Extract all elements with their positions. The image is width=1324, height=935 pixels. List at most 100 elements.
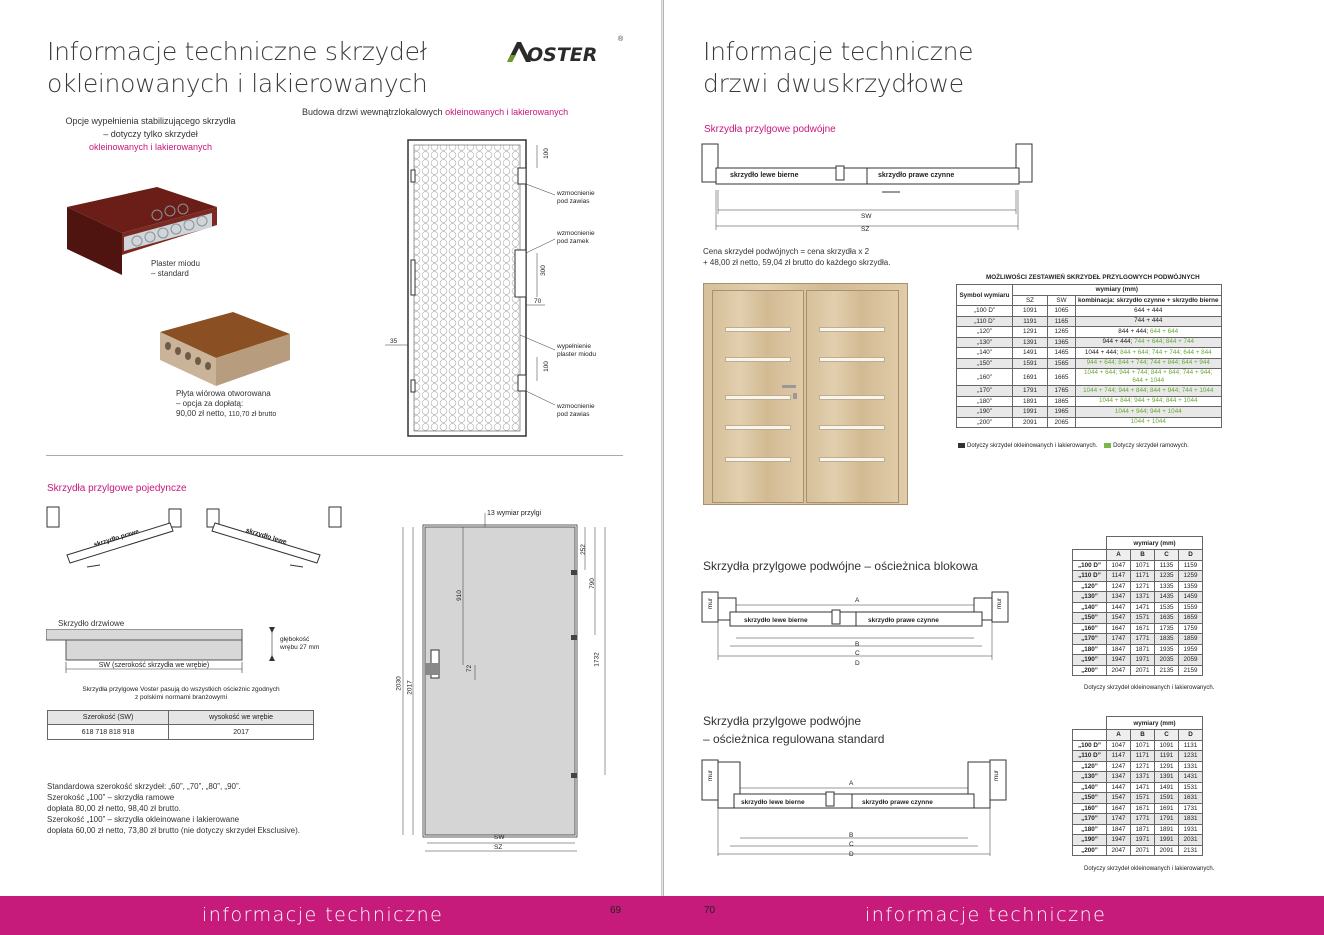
cell-value: 1159 [1178, 559, 1203, 571]
door-leaf-label: Skrzydło drzwiowe [58, 619, 125, 628]
cell-value: 1547 [1106, 612, 1131, 624]
cell-value: 1771 [1130, 813, 1155, 825]
col-c: C [1154, 549, 1179, 561]
dim-1732: 1732 [593, 652, 601, 667]
caption-line: Opcje wypełnienia stabilizującego skrzyd… [65, 116, 236, 126]
cell-combination: 1044 + 1044 [1075, 416, 1222, 428]
rebate-line: głębokość [280, 636, 310, 643]
combination-frame: 1044 + 944; 944 + 1044 [1114, 407, 1182, 415]
price-gross: 110,70 zł brutto [228, 411, 277, 418]
table-cell: 618 718 818 918 [46, 724, 170, 740]
cell-value: 1971 [1130, 834, 1155, 846]
cell-value: 2031 [1178, 834, 1203, 846]
wall-label: mur [707, 597, 715, 610]
cell-value: 1147 [1106, 570, 1131, 582]
dim-252: 252 [579, 544, 587, 555]
cell-value: 1235 [1154, 570, 1179, 582]
caption-line: okleinowanych i lakierowanych [88, 142, 213, 152]
cell-symbol: „130” [1072, 591, 1107, 603]
combination-frame: 1044 + 844; 944 + 944; 844 + 1044 [1098, 397, 1198, 405]
cell-sw: 1065 [1047, 305, 1076, 317]
dim-c: C [849, 841, 854, 848]
cell-value: 2035 [1154, 654, 1179, 666]
title-line: okleinowanych i lakierowanych [47, 69, 428, 98]
cell-symbol: „200” [1072, 664, 1107, 676]
cell-value: 1447 [1106, 601, 1131, 613]
cell-value: 1331 [1178, 760, 1203, 772]
col-d: D [1178, 729, 1203, 741]
col-a: A [1106, 549, 1131, 561]
cell-value: 2159 [1178, 664, 1203, 676]
wall-label: mur [707, 769, 715, 782]
cell-value: 1947 [1106, 654, 1131, 666]
annotation-line: pod zamek [557, 238, 589, 245]
title-line: drzwi dwuskrzydłowe [703, 69, 964, 98]
combo-header-symbol: Symbol wymiaru [956, 284, 1013, 306]
cell-symbol: „130” [1072, 771, 1107, 783]
annotation-line: plaster miodu [557, 351, 597, 358]
cell-value: 1635 [1154, 612, 1179, 624]
right-page-title: Informacje techniczne drzwi dwuskrzydłow… [703, 36, 974, 100]
cell-value: 1359 [1178, 580, 1203, 592]
structure-title-pink: okleinowanych i lakierowanych [445, 107, 569, 117]
right-active-leaf-label: skrzydło prawe czynne [878, 172, 955, 179]
col-c: C [1154, 729, 1179, 741]
cell-value: 2071 [1130, 664, 1155, 676]
col-b: B [1130, 729, 1155, 741]
svg-text:OSTER: OSTER [527, 44, 597, 64]
compatibility-note: Skrzydła przylgowe Voster pasują do wszy… [48, 686, 314, 702]
cell-sw: 1565 [1047, 357, 1076, 369]
cell-symbol: „170” [1072, 633, 1107, 645]
block-frame-title: Skrzydła przylgowe podwójne – ościeżnica… [703, 559, 978, 573]
cell-sw: 1665 [1047, 368, 1076, 386]
cell-sz: 1391 [1012, 336, 1048, 348]
rebate-dim-marker [260, 625, 280, 665]
rebate-line: wrębu 27 mm [280, 644, 320, 651]
block-frame-diagram [700, 590, 1020, 670]
cell-value: 1271 [1130, 760, 1155, 772]
col-d: D [1178, 549, 1203, 561]
double-leaf-section-title: Skrzydła przylgowe podwójne [704, 124, 836, 135]
cell-value: 1047 [1106, 739, 1131, 751]
double-door-photo [703, 283, 908, 505]
cell-value: 1191 [1154, 750, 1179, 762]
cell-value: 1047 [1106, 559, 1131, 571]
cell-value: 1091 [1154, 739, 1179, 751]
cell-value: 2091 [1154, 844, 1179, 856]
cell-value: 1147 [1106, 750, 1131, 762]
sw-dimension-label: SW (szerokość skrzydła we wrębie) [98, 662, 210, 669]
combo-legend: Dotyczy skrzydeł okleinowanych i lakiero… [958, 443, 1189, 449]
combo-header-sz: SZ [1012, 294, 1048, 306]
combination-frame: 1044 + 744; 944 + 844; 844 + 944; 744 + … [1083, 386, 1214, 394]
cell-value: 1947 [1106, 834, 1131, 846]
cell-value: 1371 [1130, 771, 1155, 783]
dim-sz: SZ [494, 844, 503, 851]
cell-value: 1571 [1130, 792, 1155, 804]
cell-symbol: „190” [1072, 654, 1107, 666]
title-line: Informacje techniczne skrzydeł [47, 37, 427, 66]
footer-label-left: informacje techniczne [202, 904, 444, 926]
glass-strip [725, 457, 791, 462]
compat-line: Skrzydła przylgowe Voster pasują do wszy… [82, 686, 280, 693]
cell-symbol: „170” [956, 385, 1013, 397]
cell-sz: 1091 [1012, 305, 1048, 317]
cell-value: 1731 [1178, 802, 1203, 814]
cell-value: 1571 [1130, 612, 1155, 624]
cell-sw: 1165 [1047, 315, 1076, 327]
cell-sw: 1765 [1047, 385, 1076, 397]
rebate-dimension-label: 13 wymiar przylgi [487, 510, 542, 517]
cell-symbol: „120” [956, 326, 1013, 338]
cell-symbol: „100 D” [1072, 559, 1107, 571]
double-leaf-price-note: Cena skrzydeł podwójnych = cena skrzydła… [703, 246, 890, 268]
cell-symbol: „120” [1072, 580, 1107, 592]
cell-combination: 1044 + 844; 944 + 944; 844 + 1044 [1075, 395, 1222, 407]
